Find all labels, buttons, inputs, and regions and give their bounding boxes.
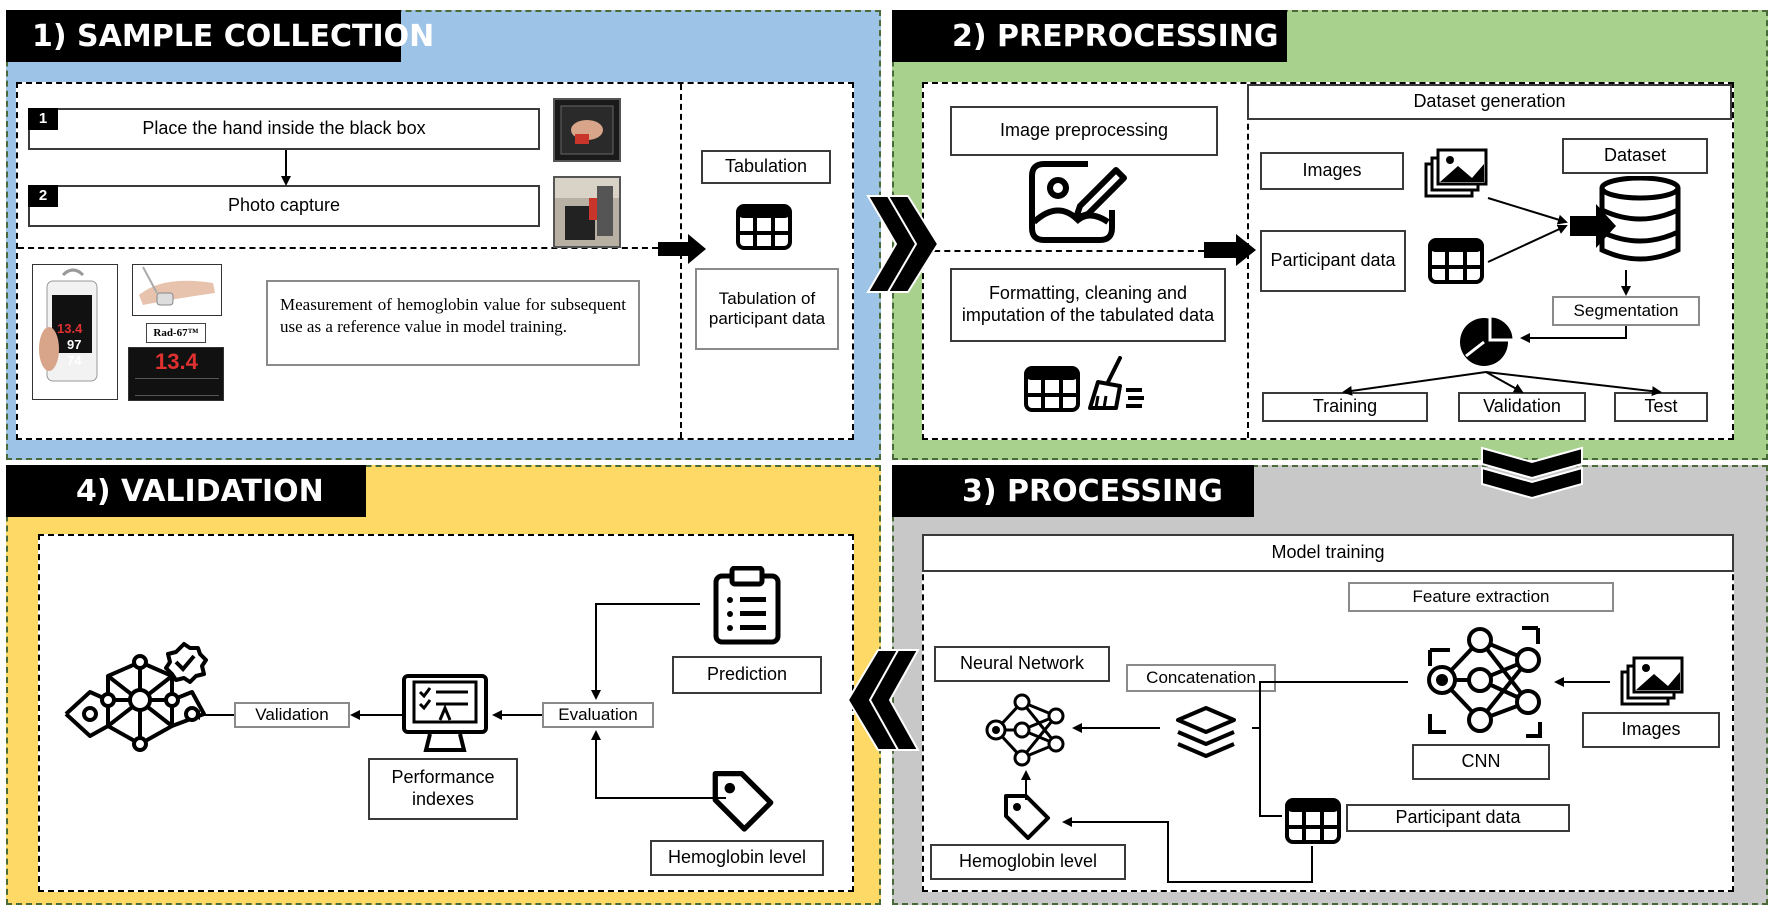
neural-network-label: Neural Network [934,646,1110,682]
step-photo-capture: Photo capture [28,185,540,227]
image-preprocessing-label: Image preprocessing [950,106,1218,156]
device-model-label: Rad-67™ [146,323,206,343]
table-icon [1024,366,1080,412]
formatting-cleaning-label: Formatting, cleaning and imputation of t… [950,268,1226,342]
participant-data-label: Participant data [1260,230,1406,292]
panel-title-processing: 3) PROCESSING [892,465,1254,517]
divider [680,84,682,438]
tag-icon [712,770,774,832]
table-icon [1428,238,1484,284]
black-box-photo [553,98,621,162]
images-icon [1424,148,1488,198]
device-value-2: 97 [67,337,82,352]
tabulation-description: Tabulation of participant data [695,268,839,350]
model-training-header: Model training [922,534,1734,572]
step-number-1-label: 1 [28,108,58,130]
images-input-label: Images [1582,712,1720,748]
panel-title-validation: 4) VALIDATION [6,465,366,517]
validation-split: Validation [1458,392,1586,422]
device-screen-value: 13.4 [155,349,198,374]
images-label: Images [1260,152,1404,190]
validation-step-label: Validation [234,702,350,728]
device-value-3: 74 [67,353,82,368]
finger-sensor-image [132,264,222,316]
image-edit-icon [1029,161,1127,243]
tabulation-label: Tabulation [701,150,831,184]
broom-icon [1088,356,1144,410]
cnn-icon [1427,626,1542,738]
layers-icon [1176,706,1236,758]
divider [18,247,658,249]
device-screen-lines [135,378,219,396]
pulse-cooximeter-device: 13.4 97 74 [32,264,118,400]
hemoglobin-level-label: Hemoglobin level [930,844,1126,880]
evaluation-label: Evaluation [542,702,654,728]
dataset-label: Dataset [1562,138,1708,174]
step-number-2-label: 2 [28,185,58,207]
performance-indexes-label: Performance indexes [368,758,518,820]
images-icon [1620,656,1684,706]
participant-data-input-label: Participant data [1346,804,1570,832]
pie-chart-icon [1460,314,1516,366]
step-place-hand: Place the hand inside the black box [28,108,540,150]
verified-model-icon [64,642,208,752]
table-icon [736,204,792,250]
dataset-generation-header: Dataset generation [1247,84,1732,120]
concatenation-label: Concatenation [1126,664,1276,692]
clipboard-icon [713,566,781,645]
panel-title-preprocessing: 2) PREPROCESSING [892,10,1287,62]
divider [924,250,1204,252]
table-icon [1285,798,1341,844]
prediction-label: Prediction [672,656,822,694]
cnn-label: CNN [1412,744,1550,780]
segmentation-label: Segmentation [1552,296,1700,326]
divider [1247,84,1249,438]
device-screen-image: 13.4 [128,347,224,401]
hemoglobin-level-label: Hemoglobin level [650,840,824,876]
feature-extraction-label: Feature extraction [1348,582,1614,612]
photo-capture-photo [553,176,621,248]
measurement-description: Measurement of hemoglobin value for subs… [266,280,640,366]
database-icon [1599,176,1681,262]
panel-title-sample-collection: 1) SAMPLE COLLECTION [6,10,434,62]
neural-network-icon [985,693,1065,767]
computer-checklist-icon [402,674,488,752]
device-value-1: 13.4 [57,321,83,336]
tag-icon [1004,794,1050,840]
